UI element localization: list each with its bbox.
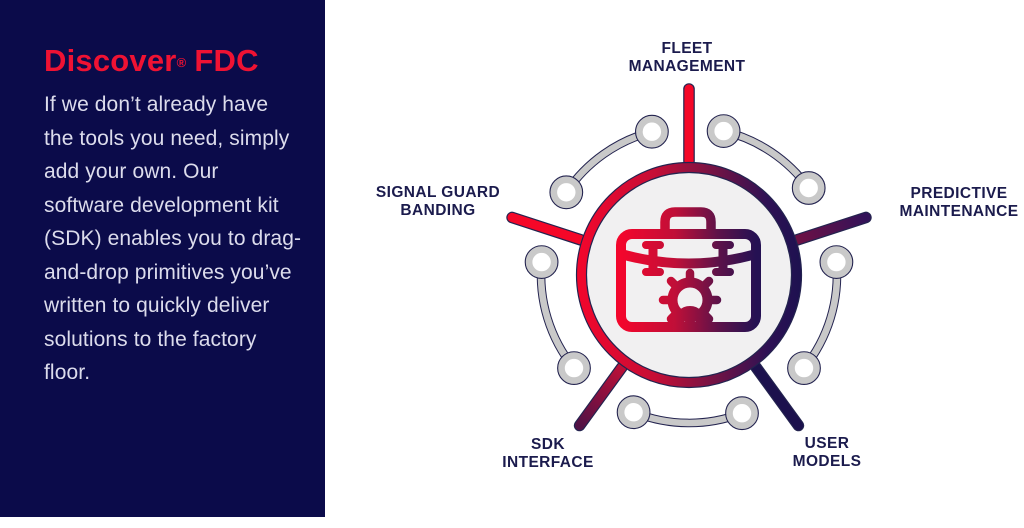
connector-nodes <box>524 114 854 431</box>
connector-node <box>616 395 651 430</box>
connector-node <box>557 351 591 386</box>
spoke-sdk-interface <box>573 361 628 432</box>
spoke-predictive-maintenance <box>791 211 872 246</box>
label-sdk-interface: SDK INTERFACE <box>502 436 594 471</box>
registered-trademark-mark: ® <box>176 55 187 70</box>
toolbox-gear-icon <box>616 207 761 332</box>
connector-node <box>791 171 826 205</box>
connector-node <box>549 175 584 210</box>
page-title: Discover® FDC <box>44 42 259 80</box>
toolbox-clasp-left <box>642 241 664 276</box>
toolbox-clasp-right <box>712 241 734 276</box>
left-panel: Discover® FDC If we don’t already have th… <box>0 0 325 517</box>
connector-node <box>819 245 854 280</box>
spoke-signal-guard-banding <box>506 211 587 246</box>
gear-icon <box>658 268 722 323</box>
title-main: Discover <box>44 43 177 78</box>
label-user-models: USER MODELS <box>792 435 862 470</box>
spokes <box>506 83 872 432</box>
connector-node <box>725 396 759 431</box>
connector-node <box>635 114 669 149</box>
intro-paragraph: If we don’t already have the tools you n… <box>44 93 302 384</box>
label-signal-guard-banding: SIGNAL GUARD BANDING <box>375 184 501 219</box>
connector-node <box>524 245 559 280</box>
connector-node <box>706 114 741 149</box>
spoke-user-models <box>750 361 805 432</box>
title-suffix: FDC <box>194 43 259 78</box>
label-predictive-maintenance: PREDICTIVE MAINTENANCE <box>899 185 1019 220</box>
label-fleet-management: FLEET MANAGEMENT <box>628 40 746 75</box>
connector-node <box>787 351 821 386</box>
